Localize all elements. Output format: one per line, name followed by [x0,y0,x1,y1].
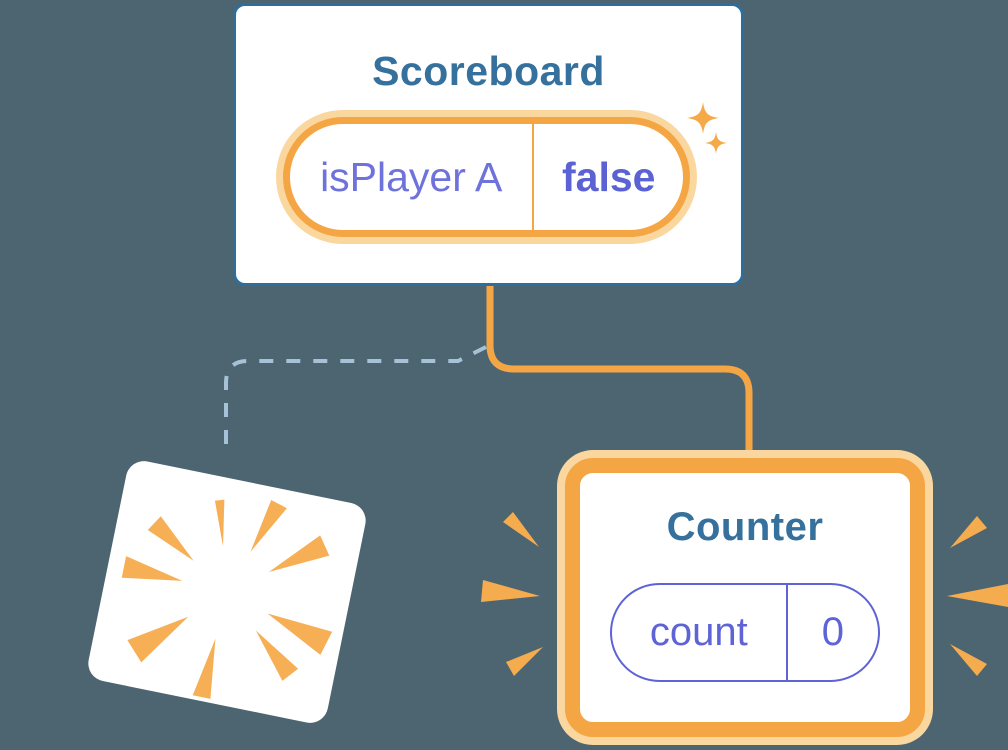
state-name: isPlayer A [320,153,503,200]
pill-divider [785,585,788,680]
sparkle-icon [705,132,727,154]
burst-rays-icon [121,499,333,699]
burst-ray [192,638,216,699]
pill-divider [532,124,535,230]
burst-ray [255,630,299,681]
burst-ray [267,613,333,655]
burst-ray [127,616,189,663]
state-value: 0 [821,610,844,654]
burst-ray [214,499,225,547]
burst-ray [147,516,194,561]
counter-state-pill: count 0 [610,583,880,682]
sparkle-icon [687,102,719,134]
scoreboard-state-pill: isPlayer A false [283,117,690,237]
solid-connector-line [486,282,753,457]
counter-component-card: Counter count 0 [565,458,925,737]
scoreboard-component-card: Scoreboard isPlayer A false [233,3,744,286]
flash-wedge [481,580,540,602]
state-name: count [649,610,748,654]
dashed-connector-line [224,345,487,457]
destroyed-component-card [85,457,369,727]
burst-ray [250,499,287,552]
flash-wedge [950,516,987,548]
flash-wedge [503,512,539,547]
counter-title: Counter [666,505,824,549]
state-value: false [561,153,656,200]
flash-wedge [506,647,543,676]
scoreboard-title: Scoreboard [372,48,605,94]
burst-ray [121,556,183,581]
flash-wedge [950,644,987,676]
burst-ray [268,535,330,572]
flash-wedge [947,584,1008,607]
